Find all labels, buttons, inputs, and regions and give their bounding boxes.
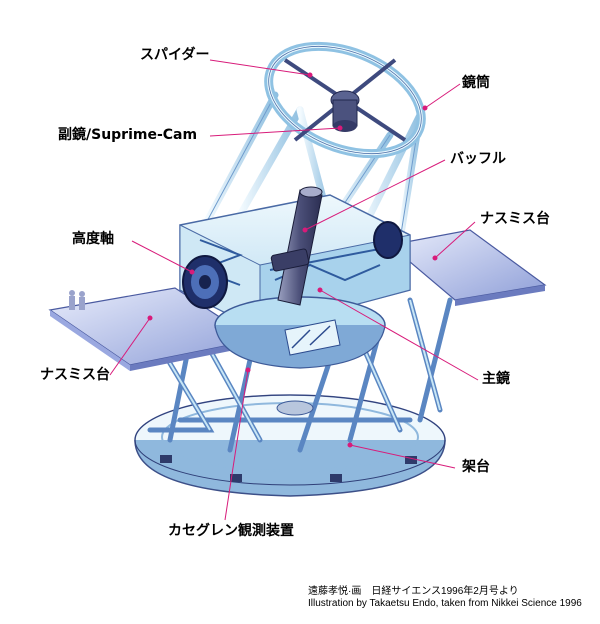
label-cassegrain: カセグレン観測装置: [168, 523, 294, 539]
top-ring: [264, 41, 426, 159]
label-tube: 鏡筒: [462, 75, 490, 91]
label-secondary-mirror: 副鏡/Suprime-Cam: [58, 127, 198, 143]
mirror-cell: [214, 296, 386, 416]
label-baffle: バッフル: [450, 151, 506, 167]
credit-english: Illustration by Takaetsu Endo, taken fro…: [308, 598, 582, 609]
label-nasmyth-right: ナスミス台: [480, 211, 550, 227]
label-spider: スパイダー: [140, 47, 210, 63]
baffle: [270, 186, 323, 306]
credit-japanese: 遠藤孝悦·画 日経サイエンス1996年2月号より: [308, 586, 519, 597]
leader-lines: [109, 59, 479, 521]
label-primary-mirror: 主鏡: [482, 371, 510, 387]
label-mount: 架台: [462, 459, 490, 475]
nasmyth-platform-right: [388, 229, 547, 306]
label-nasmyth-left: ナスミス台: [40, 367, 110, 383]
label-altitude-axis: 高度軸: [72, 231, 114, 247]
